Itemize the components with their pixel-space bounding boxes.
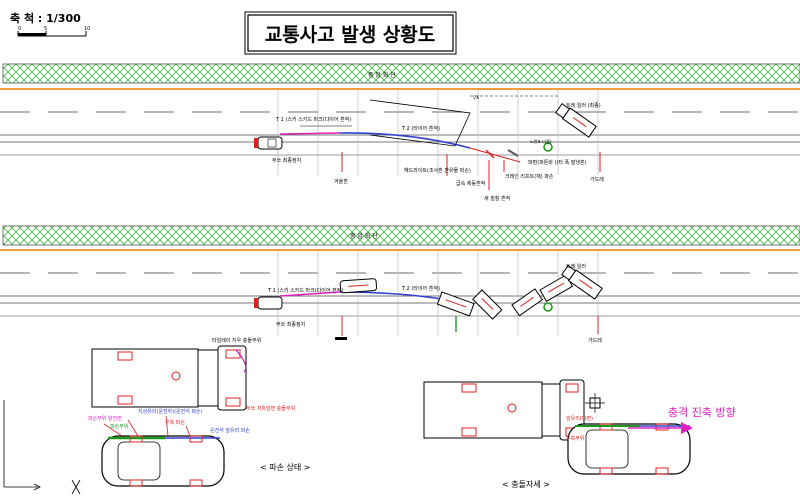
top-mark-0: 겨울흔	[334, 178, 348, 185]
damage-front-label: 무쏘 차측앞면 충돌부위	[246, 405, 295, 412]
top-mark-4: 크레인 리프트(재) 파손	[505, 173, 554, 180]
top-mark-5: 파편(퍼튼바 )(타 폭 발생흔)	[528, 159, 587, 166]
top-median-label: 중 앙 화 단	[368, 71, 396, 79]
top-mark-1: 헤드라이트(조사흔 잔유물 파손)	[404, 167, 471, 174]
damage-truck-label: 타일레이 지우 충돌부위	[212, 337, 261, 344]
collision-label-1: 우측부위	[566, 435, 584, 442]
top-mark-2: 급속 제동흔적	[456, 180, 485, 187]
damage-scene	[91, 345, 247, 487]
top-t2-label: T 2 (타이어 흔적)	[401, 125, 440, 132]
top-scene	[254, 95, 601, 190]
middle-final-truck-label: 트레 일러	[566, 263, 586, 270]
damage-caption: < 파손 상태 >	[260, 462, 310, 472]
top-t1-label: T 1 (스키 스키드 마크(다이어 흔적)	[275, 116, 351, 123]
middle-truck-3	[511, 288, 544, 317]
collision-direction-label: 충격 진축 방향	[668, 406, 736, 419]
damage-label-2: 파손부위	[110, 423, 128, 430]
top-final-truck-label: 트레 일러 (최종)	[566, 102, 601, 109]
top-dim-label: 무6	[473, 95, 480, 100]
damage-label-4: 운전석 앞유리 파손	[210, 427, 250, 434]
middle-road	[0, 225, 800, 335]
damage-label-0: 파손부위 양전면	[88, 415, 122, 422]
middle-t2-label: T 2 (타이어 흔적)	[401, 285, 440, 292]
collision-label-0: 앞유리(파편)	[566, 415, 593, 422]
middle-t1-label: T 1 (스키 스키드 마크(다이어 흔적)	[267, 287, 343, 294]
top-mark-3: 새 칠칠 흔적	[484, 195, 510, 202]
top-skid-mark-t2	[339, 132, 471, 149]
page-title: 교통사고 발생 상황도	[265, 23, 436, 46]
middle-final-truck	[561, 264, 603, 300]
scale-tick-0: 0	[18, 26, 21, 32]
damage-label-3: 우측 파손	[165, 419, 185, 426]
ucs-icon	[3, 400, 81, 495]
middle-median-label: 중 앙 화 단	[350, 232, 378, 240]
scale-bar: 0 5 10	[17, 26, 90, 37]
scale-tick-10: 10	[84, 26, 90, 32]
collision-caption: < 충돌자세 >	[502, 480, 550, 489]
top-final-truck	[555, 102, 597, 138]
middle-suv-moving	[339, 278, 378, 294]
middle-stop-label: 무쏘 최종정지	[276, 321, 305, 328]
middle-truck-1	[436, 291, 475, 317]
middle-median	[2, 225, 800, 246]
top-road	[0, 63, 800, 175]
middle-scene	[254, 264, 603, 340]
middle-suv	[254, 296, 283, 310]
middle-truck-2	[472, 289, 503, 320]
middle-guard-label: 가드레	[588, 337, 602, 344]
top-suv	[254, 136, 283, 150]
collision-scene	[423, 379, 693, 475]
top-lamp-label: 노면표시(흠)	[530, 138, 552, 144]
scale-tick-5: 5	[44, 26, 47, 32]
top-mark-6: 가드레	[590, 176, 604, 183]
top-skid-mark-t1	[279, 132, 341, 135]
top-median	[2, 63, 800, 84]
damage-label-1: 지상유리(운전자)(운전석 파손)	[138, 408, 203, 415]
scale-label: 축 척 : 1/300	[10, 11, 81, 25]
top-stop-label: 무쏘 최종정지	[272, 157, 301, 164]
